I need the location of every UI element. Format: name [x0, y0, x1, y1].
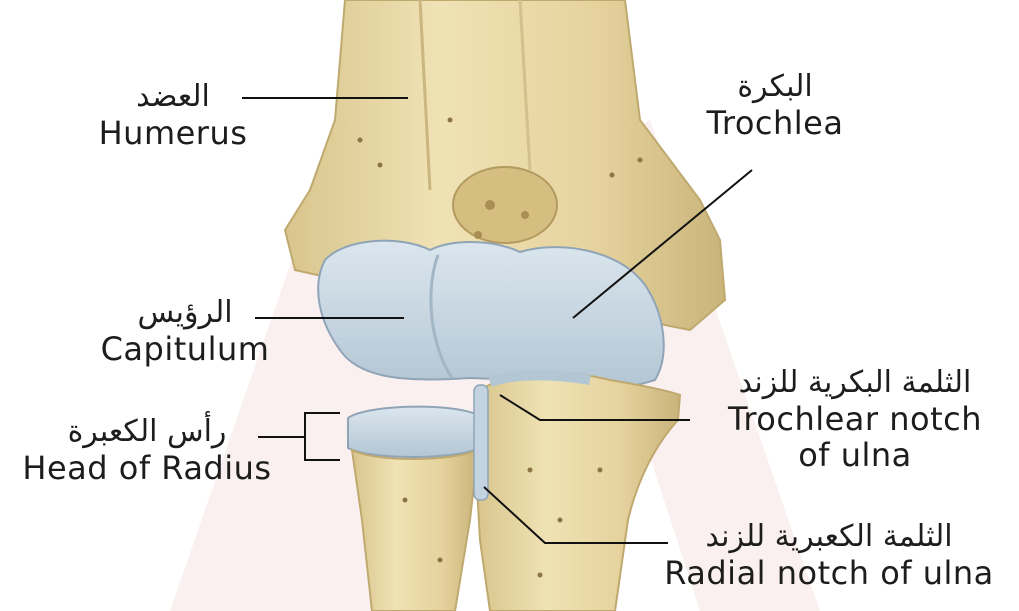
- label-trochlear-notch: الثلمة البكرية للزند Trochlear notch of …: [700, 366, 1010, 474]
- label-head-of-radius-arabic: رأس الكعبرة: [2, 415, 292, 450]
- label-radial-notch: الثلمة الكعبرية للزند Radial notch of ul…: [640, 520, 1018, 591]
- label-humerus-arabic: العضد: [88, 80, 258, 115]
- label-head-of-radius-english: Head of Radius: [2, 450, 292, 487]
- label-humerus-english: Humerus: [88, 115, 258, 152]
- label-humerus: العضد Humerus: [88, 80, 258, 151]
- radius-head: [348, 407, 480, 457]
- label-radial-notch-english: Radial notch of ulna: [640, 555, 1018, 592]
- label-radial-notch-arabic: الثلمة الكعبرية للزند: [640, 520, 1018, 555]
- label-capitulum: الرؤيس Capitulum: [85, 296, 285, 367]
- coronoid-fossa: [453, 167, 557, 243]
- radial-notch-cartilage: [474, 385, 488, 500]
- radius-bone: [352, 450, 478, 611]
- label-trochlea-english: Trochlea: [690, 105, 860, 142]
- label-trochlear-notch-english-1: Trochlear notch: [700, 401, 1010, 438]
- articular-cartilage: [318, 241, 664, 389]
- label-capitulum-arabic: الرؤيس: [85, 296, 285, 331]
- label-trochlea-arabic: البكرة: [690, 70, 860, 105]
- label-trochlear-notch-english-2: of ulna: [700, 437, 1010, 474]
- label-trochlea: البكرة Trochlea: [690, 70, 860, 141]
- label-head-of-radius: رأس الكعبرة Head of Radius: [2, 415, 292, 486]
- label-capitulum-english: Capitulum: [85, 331, 285, 368]
- label-trochlear-notch-arabic: الثلمة البكرية للزند: [700, 366, 1010, 401]
